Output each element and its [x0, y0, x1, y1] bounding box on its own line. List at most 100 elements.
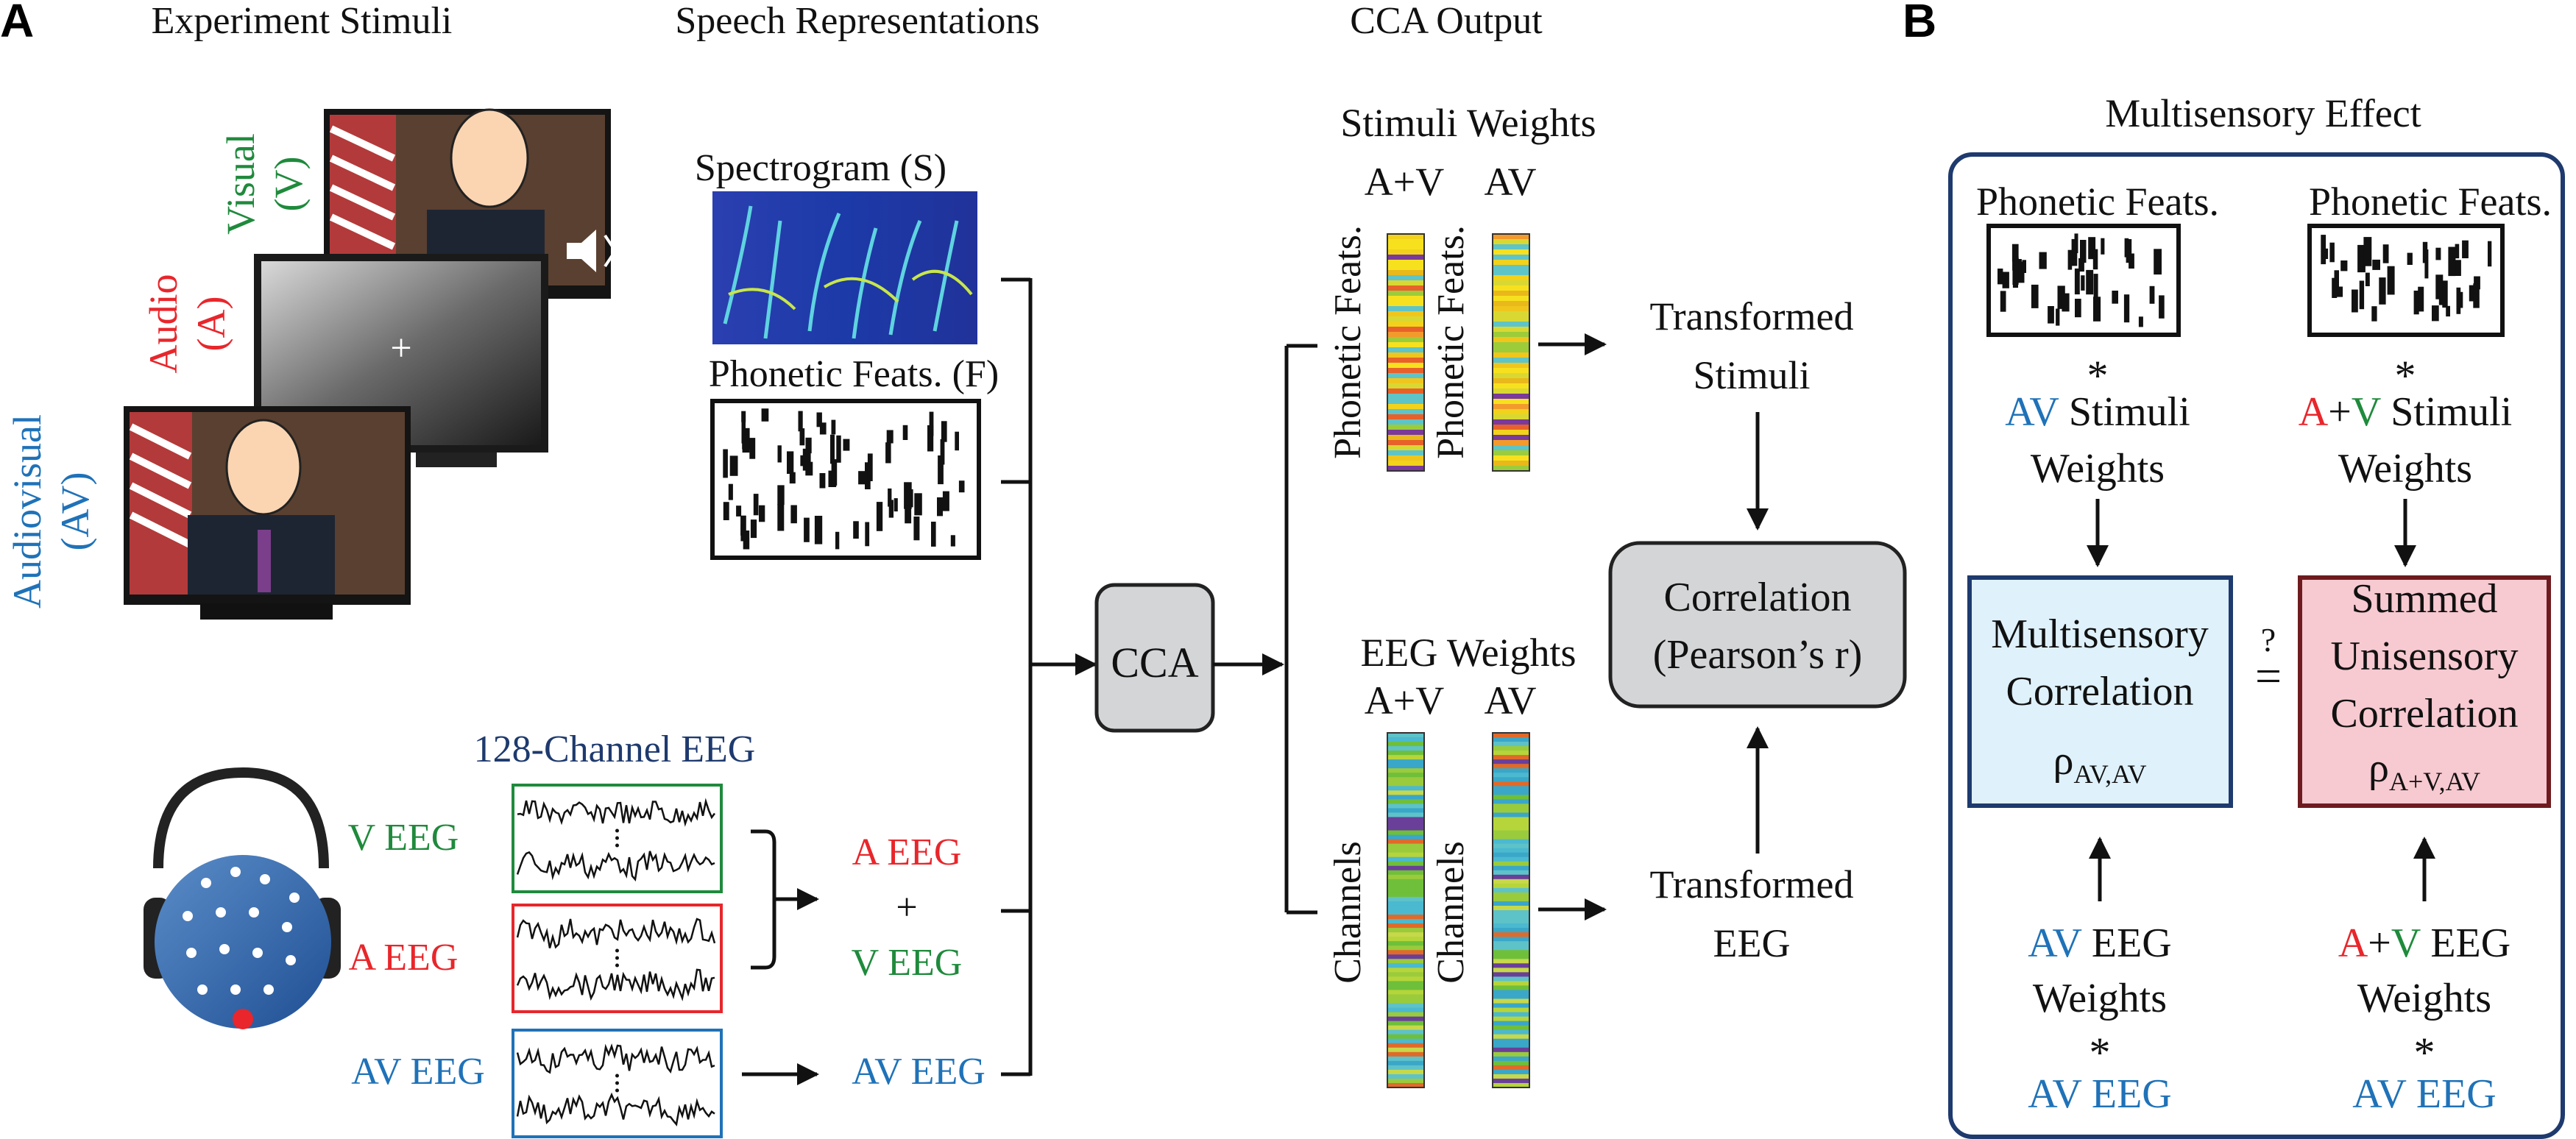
eeg-weight-cell — [1387, 1051, 1424, 1057]
eeg-trace — [516, 1092, 715, 1126]
eeg-apv-axis-label: Channels — [1327, 841, 1369, 984]
b-right-raster-marks — [2321, 235, 2492, 322]
eeg-weight-cell — [1387, 937, 1424, 942]
stim-weight-cell — [1387, 332, 1424, 338]
phonetic-mark — [2332, 277, 2338, 298]
eeg-weight-cell — [1387, 887, 1424, 893]
phonetic-mark — [2093, 274, 2098, 299]
stim-weight-cell — [1387, 466, 1424, 472]
eeg-trace — [517, 798, 716, 827]
eeg-weight-cell — [1493, 1007, 1529, 1013]
col-title-cca: CCA Output — [1350, 0, 1543, 42]
phonetic-mark — [2112, 291, 2118, 304]
stim-weight-cell — [1493, 265, 1529, 271]
phonetic-mark — [914, 493, 922, 516]
phonetic-mark — [2488, 241, 2492, 267]
eeg-weight-cell — [1493, 874, 1529, 880]
b-left-rho-sub: AV,AV — [2073, 759, 2146, 789]
stim-weight-cell — [1493, 337, 1529, 343]
stim-weight-cell — [1387, 425, 1424, 430]
phonetic-mark — [2000, 291, 2006, 312]
stim-weight-cell — [1493, 404, 1529, 410]
stim-weight-cell — [1387, 435, 1424, 441]
phonetic-mark — [2062, 293, 2070, 312]
stim-weight-cell — [1493, 234, 1529, 240]
eeg-trace — [516, 851, 715, 882]
stim-av-label: AV — [1484, 160, 1536, 204]
va-bracket — [751, 829, 776, 970]
b-right-eeg-a: A — [2338, 920, 2368, 966]
eeg-weight-cell — [1387, 976, 1424, 982]
b-right-eeg-v: V — [2391, 920, 2421, 966]
eeg-weight-cell — [1387, 1043, 1424, 1048]
stim-weight-cell — [1493, 260, 1529, 266]
phonetic-mark — [2424, 249, 2429, 279]
phonetic-mark — [2407, 252, 2413, 265]
phonetic-mark — [750, 519, 757, 539]
eeg-weight-cell — [1387, 1082, 1424, 1088]
output-collector-lines — [1284, 344, 1317, 915]
stim-weight-cell — [1387, 430, 1424, 436]
stim-weight-cell — [1493, 358, 1529, 363]
phonetic-mark — [2093, 297, 2101, 322]
eeg-weight-cell — [1493, 901, 1529, 906]
phonetic-mark — [2149, 285, 2155, 304]
phonetic-mark — [2387, 266, 2395, 295]
stim-av-axis-label: Phonetic Feats. — [1430, 225, 1472, 459]
phonetic-mark — [2352, 289, 2358, 313]
eeg-weight-cell — [1387, 990, 1424, 995]
eeg-weight-cell — [1493, 777, 1529, 782]
eeg-av-axis-label: Channels — [1430, 841, 1472, 984]
phonetic-mark — [778, 496, 783, 519]
eeg-weight-cell — [1387, 733, 1424, 738]
eeg-title: 128-Channel EEG — [474, 728, 756, 770]
stim-weight-cell — [1387, 409, 1424, 415]
stim-weight-cell — [1493, 383, 1529, 389]
b-right-box-l1: Summed — [2351, 576, 2497, 622]
phonetic-mark — [2022, 260, 2026, 273]
eeg-weight-cell — [1493, 879, 1529, 884]
phonetic-mark — [2126, 239, 2132, 263]
transformed-stimuli-l1: Transformed — [1650, 294, 1854, 338]
eeg-weight-cell — [1387, 1007, 1424, 1013]
stim-weight-cell — [1493, 414, 1529, 420]
phonetic-mark — [753, 494, 759, 516]
b-left-box-l2: Correlation — [2006, 669, 2193, 714]
v-eeg-label: V EEG — [348, 817, 459, 859]
eeg-weight-cell — [1387, 1065, 1424, 1071]
phonetic-mark — [835, 531, 840, 550]
phonetic-mark — [2432, 305, 2439, 322]
phonetic-mark — [819, 422, 827, 435]
eeg-weight-cell — [1493, 941, 1529, 946]
eeg-weight-cell — [1387, 777, 1424, 782]
eeg-weight-cell — [1387, 795, 1424, 800]
eeg-weight-cell — [1493, 861, 1529, 867]
phonetic-mark — [2075, 299, 2081, 318]
stim-weight-cell — [1493, 425, 1529, 430]
eeg-weight-cell — [1493, 848, 1529, 854]
eeg-weight-cell — [1493, 1012, 1529, 1018]
phonetic-mark — [2418, 286, 2424, 312]
eeg-weights-av-frame — [1492, 732, 1530, 1088]
panel-b-letter: B — [1903, 0, 1936, 47]
visual-label: Visual — [219, 133, 263, 235]
eeg-weight-cell — [1387, 928, 1424, 933]
eeg-weight-cell — [1387, 923, 1424, 929]
eeg-weight-cell — [1493, 1016, 1529, 1022]
phonetic-mark — [814, 516, 823, 544]
eeg-weight-cell — [1493, 821, 1529, 827]
stim-weight-cell — [1493, 306, 1529, 312]
eeg-weight-cell — [1387, 1029, 1424, 1035]
eeg-weight-cell — [1387, 821, 1424, 827]
stim-weight-cell — [1387, 291, 1424, 297]
phonetic-mark — [938, 455, 944, 485]
eeg-ellipsis-dot — [615, 843, 619, 848]
eeg-weight-cell — [1493, 852, 1529, 858]
eeg-weight-cell — [1387, 848, 1424, 854]
stim-weight-cell — [1387, 296, 1424, 302]
stim-weight-cell — [1493, 347, 1529, 353]
stim-weight-cell — [1493, 445, 1529, 451]
eeg-weight-cell — [1493, 764, 1529, 769]
phonetic-mark — [2455, 244, 2460, 259]
crosshair-icon: + — [390, 327, 411, 369]
